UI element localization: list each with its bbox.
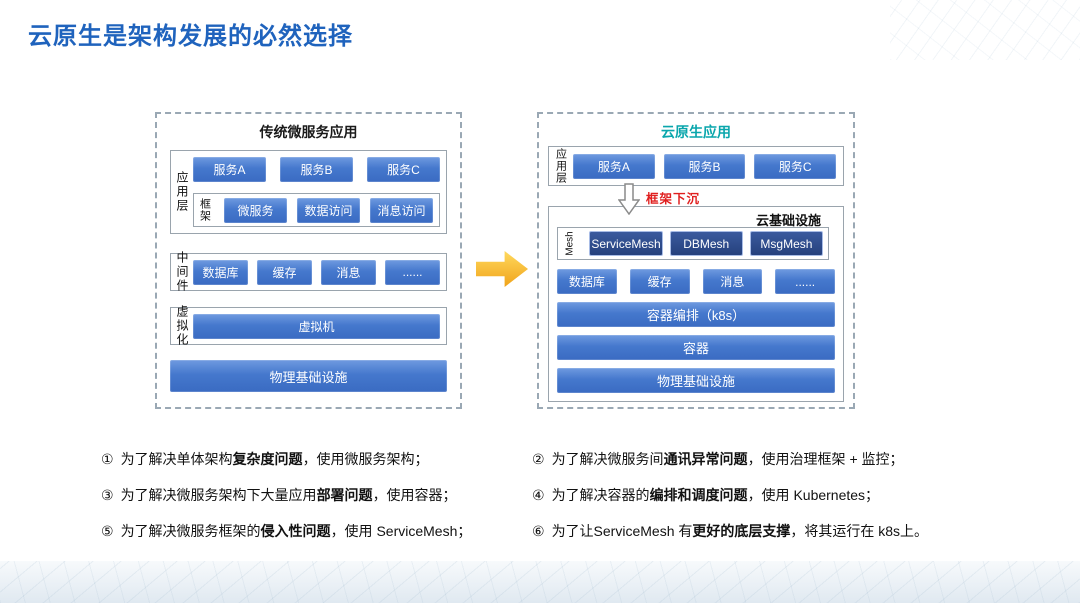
cloudnative-panel: 云原生应用 应用层 服务A 服务B 服务C 框架下沉 云基础设施 Mesh [537,112,855,409]
framework-sink-label: 框架下沉 [646,192,701,206]
transform-arrow-icon [476,251,528,287]
background-pattern-topright [890,0,1080,60]
service-a-button: 服务A [193,157,266,182]
page-title: 云原生是架构发展的必然选择 [28,23,353,50]
services-row: 服务A 服务B 服务C [193,157,440,182]
note-4-bold: 编排和调度问题 [649,487,748,503]
note-2-post: ，使用治理框架 + 监控； [747,451,904,467]
note-3-bold: 部署问题 [316,487,373,503]
note-2-pre: 为了解决微服务间 [551,451,664,467]
virtualization-label-cell: 虚拟化 [171,305,193,347]
middleware-row: 数据库 缓存 消息 ...... [193,259,440,285]
virtualization-row: 虚拟机 [193,313,440,339]
note-5: ⑤ 为了解决微服务框架的侵入性问题，使用 ServiceMesh； [101,522,532,541]
traditional-panel-title: 传统微服务应用 [259,124,358,140]
service-c-button: 服务C [367,157,440,182]
servicemesh-button: ServiceMesh [589,231,663,256]
middleware-label: 中间件 [175,251,189,293]
physical-infra-bar: 物理基础设施 [170,360,447,392]
note-6-bold: 更好的底层支撑 [692,523,791,539]
framework-sink-row: 框架下沉 [548,183,844,215]
cn-service-c-button: 服务C [754,153,837,179]
mesh-section: Mesh ServiceMesh DBMesh MsgMesh [557,227,829,260]
cn-middleware-row: 数据库 缓存 消息 ...... [557,269,835,294]
message-button: 消息 [321,259,376,285]
note-5-bold: 侵入性问题 [260,523,331,539]
note-5-number: ⑤ [101,523,114,539]
cache-button: 缓存 [257,259,312,285]
service-b-button: 服务B [280,157,353,182]
mesh-label-cell: Mesh [558,231,582,255]
container-bar: 容器 [557,335,835,360]
cloud-infra-title: 云基础设施 [755,213,821,228]
note-4-post: ，使用 Kubernetes； [747,487,880,503]
cn-app-layer-label: 应用层 [554,148,567,184]
microservice-button: 微服务 [224,197,287,223]
database-button: 数据库 [193,259,248,285]
note-5-pre: 为了解决微服务框架的 [120,523,261,539]
note-4-number: ④ [532,487,545,503]
note-4-pre: 为了解决容器的 [551,487,650,503]
note-2-number: ② [532,451,545,467]
cn-physical-infra-bar: 物理基础设施 [557,368,835,393]
cn-service-b-button: 服务B [663,153,746,179]
note-1: ① 为了解决单体架构复杂度问题，使用微服务架构； [101,450,532,469]
app-layer-label-cell: 应用层 [171,151,193,233]
note-1-post: ，使用微服务架构； [302,451,429,467]
middleware-label-cell: 中间件 [171,251,193,293]
note-3-post: ，使用容器； [372,487,457,503]
cn-app-layer-section: 应用层 服务A 服务B 服务C [548,146,844,186]
down-arrow-icon [618,183,640,215]
dbmesh-button: DBMesh [669,231,743,256]
cn-app-layer-label-cell: 应用层 [549,148,571,184]
cn-services-row: 服务A 服务B 服务C [571,153,838,179]
note-4: ④ 为了解决容器的编排和调度问题，使用 Kubernetes； [532,486,1006,505]
cn-service-a-button: 服务A [573,153,655,179]
data-access-button: 数据访问 [297,197,360,223]
virtualization-section: 虚拟化 虚拟机 [170,305,447,347]
msgmesh-button: MsgMesh [749,231,824,256]
note-6-number: ⑥ [532,523,545,539]
app-layer-content: 服务A 服务B 服务C 框架 微服务 数据访问 消息访问 [193,151,446,233]
note-2-bold: 通讯异常问题 [663,451,748,467]
note-5-post: ，使用 ServiceMesh； [330,523,472,539]
middleware-section: 中间件 数据库 缓存 消息 ...... [170,251,447,293]
app-layer-label: 应用层 [175,171,189,213]
cn-cache-button: 缓存 [629,269,690,294]
cn-database-button: 数据库 [557,269,617,294]
mesh-label: Mesh [564,231,576,256]
note-6-pre: 为了让ServiceMesh 有 [551,523,693,539]
message-access-button: 消息访问 [370,197,433,223]
virtualization-label: 虚拟化 [175,305,189,347]
note-6: ⑥ 为了让ServiceMesh 有更好的底层支撑，将其运行在 k8s上。 [532,522,1006,541]
note-1-pre: 为了解决单体架构 [120,451,233,467]
note-3: ③ 为了解决微服务架构下大量应用部署问题，使用容器； [101,486,532,505]
framework-label: 框架 [198,198,211,222]
k8s-orchestration-bar: 容器编排（k8s） [557,302,835,327]
ellipsis-button: ...... [385,259,440,285]
note-1-number: ① [101,451,114,467]
note-3-number: ③ [101,487,114,503]
note-3-pre: 为了解决微服务架构下大量应用 [120,487,317,503]
background-pattern-bottom [0,561,1080,603]
cloudnative-panel-title: 云原生应用 [661,124,731,140]
note-6-post: ，将其运行在 k8s上。 [790,523,929,539]
cloud-infra-box: 云基础设施 Mesh ServiceMesh DBMesh MsgMesh 数据… [548,206,844,402]
note-2: ② 为了解决微服务间通讯异常问题，使用治理框架 + 监控； [532,450,1006,469]
app-layer-section: 应用层 服务A 服务B 服务C 框架 微服务 数据访问 消息访问 [170,150,447,234]
framework-box: 框架 微服务 数据访问 消息访问 [193,193,440,227]
traditional-panel: 传统微服务应用 应用层 服务A 服务B 服务C 框架 微服务 数据访问 消息访问 [155,112,462,409]
framework-label-cell: 框架 [194,198,214,222]
cn-ellipsis-button: ...... [775,269,835,294]
note-1-bold: 复杂度问题 [232,451,303,467]
virtual-machine-button: 虚拟机 [193,313,440,339]
cn-message-button: 消息 [702,269,763,294]
